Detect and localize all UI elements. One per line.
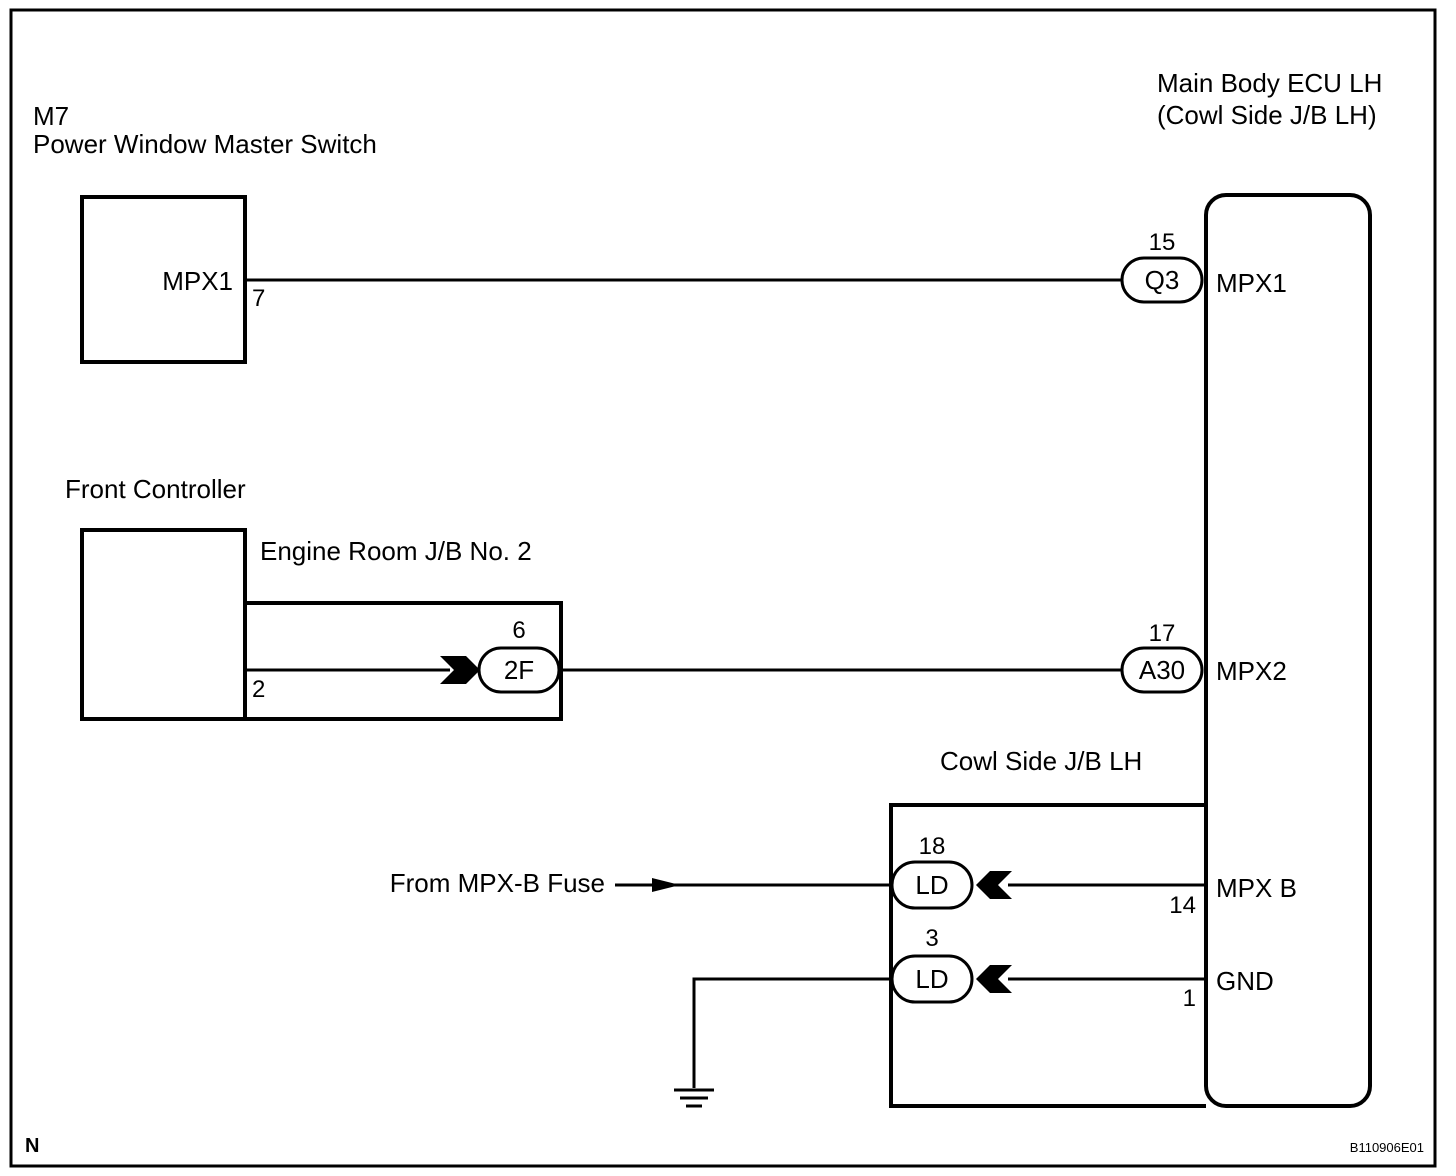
ground-icon — [674, 1088, 714, 1108]
connector-2f-code: 2F — [504, 655, 534, 685]
ecu-pin-gnd: GND — [1216, 966, 1274, 996]
master-switch-code: M7 — [33, 101, 69, 131]
connector-q3 — [1120, 256, 1204, 304]
connector-q3-pin: 15 — [1149, 229, 1176, 256]
source-label: From MPX-B Fuse — [390, 868, 605, 898]
connector-ld-18 — [890, 860, 974, 910]
connector-ld-18-code: LD — [915, 870, 948, 900]
engine-room-jb-name: Engine Room J/B No. 2 — [260, 536, 532, 566]
front-controller-box — [80, 528, 247, 721]
master-switch-pin-number: 7 — [252, 285, 265, 312]
connector-a30 — [1120, 646, 1204, 694]
connector-a30-code: A30 — [1139, 655, 1185, 685]
ecu-pin-number-mpxb: 14 — [1169, 892, 1196, 919]
female-terminal-ld-3 — [976, 965, 1012, 993]
connector-ld-3-code: LD — [915, 964, 948, 994]
cowl-side-jb-box — [889, 803, 1206, 1108]
connector-2f-pin: 6 — [512, 617, 525, 644]
main-body-ecu-location: (Cowl Side J/B LH) — [1157, 100, 1377, 130]
female-terminal-ld-18 — [976, 871, 1012, 899]
diagram-frame — [9, 8, 1437, 1168]
ecu-pin-mpx1: MPX1 — [1216, 268, 1287, 298]
main-body-ecu-box — [1204, 193, 1372, 1108]
connector-a30-pin: 17 — [1149, 620, 1176, 647]
ecu-pin-mpxb: MPX B — [1216, 873, 1297, 903]
connector-ld-18-pin: 18 — [919, 833, 946, 860]
front-controller-name: Front Controller — [65, 474, 246, 504]
ecu-pin-mpx2: MPX2 — [1216, 656, 1287, 686]
connector-q3-code: Q3 — [1145, 265, 1180, 295]
connector-ld-3-pin: 3 — [925, 925, 938, 952]
flow-arrow-icon — [652, 878, 680, 892]
master-switch-name: Power Window Master Switch — [33, 129, 377, 159]
main-body-ecu-name: Main Body ECU LH — [1157, 68, 1382, 98]
front-controller-pin-number: 2 — [252, 676, 265, 703]
corner-mark: N — [25, 1135, 39, 1157]
engine-room-jb-box — [245, 601, 563, 721]
figure-code: B110906E01 — [1350, 1140, 1424, 1155]
master-switch-pin-label: MPX1 — [162, 266, 233, 296]
ecu-pin-number-gnd: 1 — [1183, 985, 1196, 1012]
female-terminal-2f — [440, 656, 480, 684]
wire-ground — [692, 977, 892, 1088]
cowl-side-jb-name: Cowl Side J/B LH — [940, 746, 1142, 776]
